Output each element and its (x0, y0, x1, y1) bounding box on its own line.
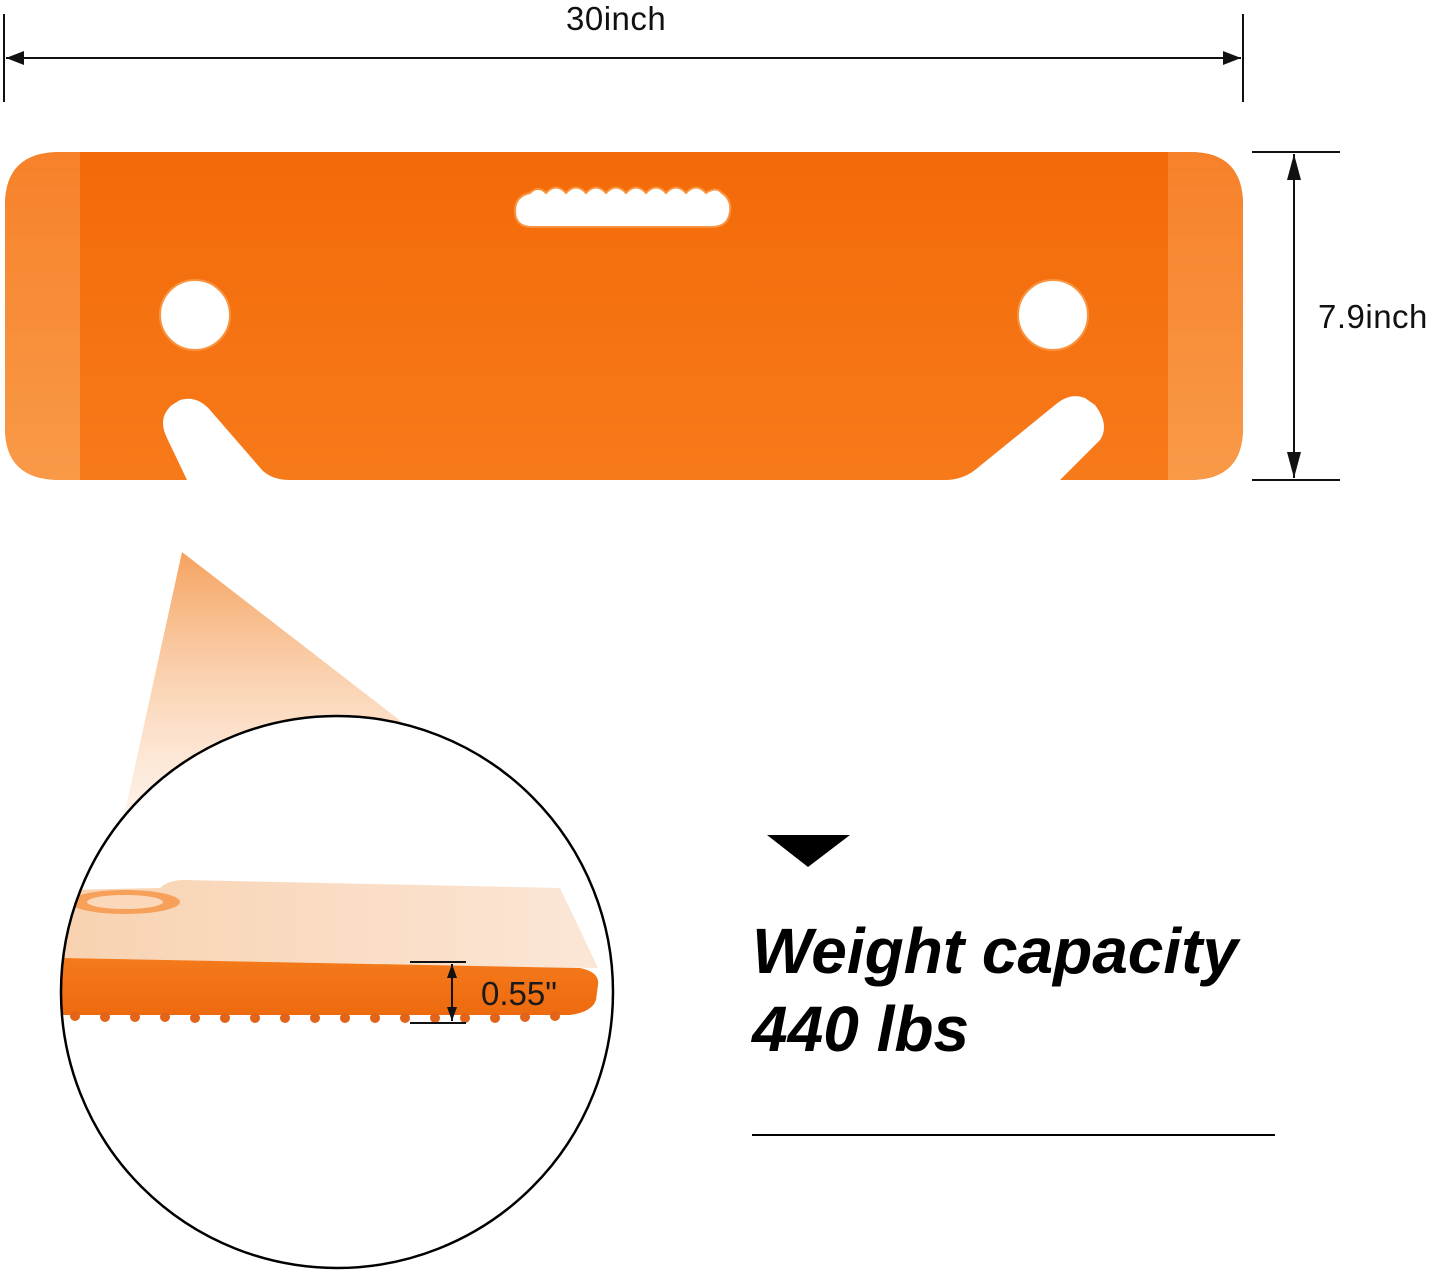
width-dimension (3, 14, 1244, 102)
thickness-arrow-down-icon (447, 1007, 457, 1021)
arrow-right-icon (1223, 51, 1241, 65)
arrow-up-icon (1287, 154, 1301, 180)
board-left-edge (5, 152, 80, 480)
capacity-value: 440 lbs (752, 993, 970, 1065)
handle-slot (513, 186, 732, 228)
capacity-title: Weight capacity (752, 915, 1239, 987)
thickness-magnifier (59, 714, 615, 1270)
height-label: 7.9inch (1318, 298, 1428, 335)
transfer-board (5, 152, 1243, 480)
board-right-edge (1168, 152, 1243, 480)
right-round-hole (1017, 279, 1089, 351)
arrow-left-icon (6, 51, 24, 65)
width-label: 30inch (566, 0, 667, 37)
weight-capacity-callout: Weight capacity 440 lbs (752, 912, 1238, 1068)
thickness-arrow-up-icon (447, 964, 457, 978)
height-dimension (1252, 151, 1340, 481)
down-triangle-icon (767, 835, 850, 867)
arrow-down-icon (1287, 452, 1301, 478)
thickness-label: 0.55" (481, 975, 557, 1012)
left-round-hole (159, 279, 231, 351)
